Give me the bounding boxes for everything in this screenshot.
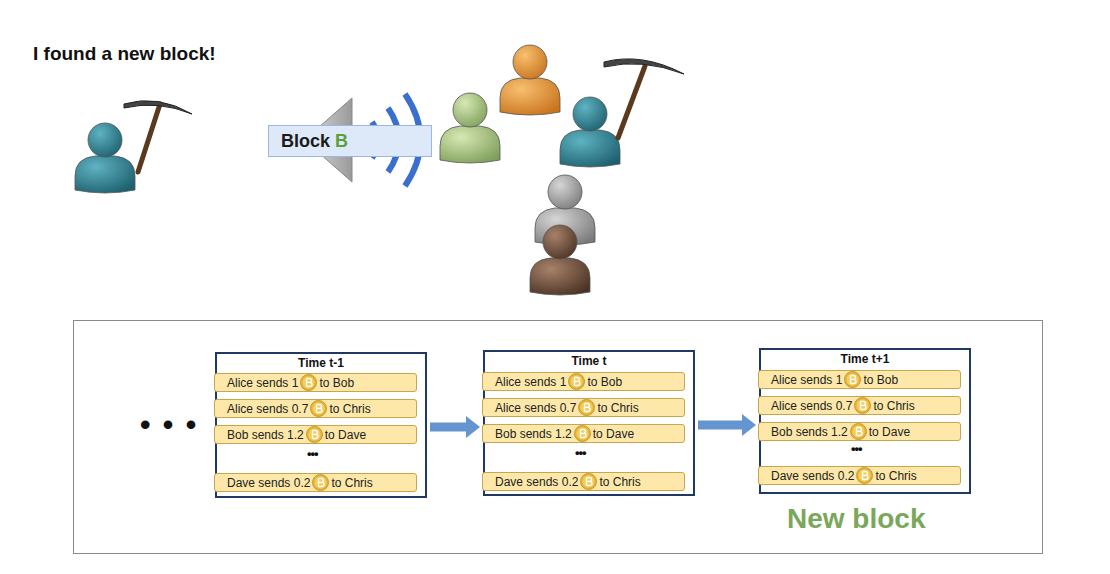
transaction-row: Alice sends 1 to Bob: [758, 370, 961, 389]
block-title: Time t: [485, 354, 693, 368]
transaction-text: to Chris: [329, 402, 370, 416]
transaction-row: Dave sends 0.2 to Chris: [214, 473, 417, 492]
transaction-text: to Bob: [863, 373, 898, 387]
transaction-text: Alice sends 1: [771, 373, 842, 387]
coin-icon: [850, 423, 867, 440]
person-icon: [500, 45, 560, 115]
coin-icon: [578, 399, 595, 416]
transaction-text: Alice sends 1: [227, 376, 298, 390]
panel-frame: [74, 321, 1043, 554]
transaction-row: Alice sends 1 to Bob: [482, 372, 685, 391]
tag-letter: B: [335, 131, 348, 152]
miner-icon: [560, 97, 620, 167]
transaction-row: Alice sends 1 to Bob: [214, 373, 417, 392]
transaction-text: to Chris: [875, 469, 916, 483]
transaction-text: Bob sends 1.2: [227, 428, 304, 442]
transaction-text: to Chris: [873, 399, 914, 413]
coin-icon: [310, 400, 327, 417]
transaction-text: Dave sends 0.2: [227, 476, 310, 490]
pickaxe: [124, 101, 192, 172]
transaction-row: Dave sends 0.2 to Chris: [758, 466, 961, 485]
miner-icon: [75, 123, 135, 193]
ellipsis: •••: [575, 445, 586, 460]
block-box: Time t-1Alice sends 1 to BobAlice sends 0…: [215, 352, 427, 498]
ellipsis: •••: [307, 446, 318, 461]
transaction-row: Bob sends 1.2 to Dave: [758, 422, 961, 441]
block-tag: BlockB: [268, 125, 432, 157]
coin-icon: [574, 425, 591, 442]
block-box: Time t+1Alice sends 1 to BobAlice sends 0…: [759, 348, 971, 494]
block-title: Time t+1: [761, 352, 969, 366]
transaction-row: Bob sends 1.2 to Dave: [482, 424, 685, 443]
coin-icon: [312, 474, 329, 491]
coin-icon: [300, 374, 317, 391]
transaction-text: Bob sends 1.2: [771, 425, 848, 439]
tag-text: Block: [281, 131, 330, 152]
person-icon: [530, 225, 590, 295]
transaction-row: Alice sends 0.7 to Chris: [482, 398, 685, 417]
flow-arrow: [430, 416, 480, 438]
transaction-row: Alice sends 0.7 to Chris: [214, 399, 417, 418]
arrow-head: [466, 416, 480, 438]
transaction-text: Alice sends 0.7: [771, 399, 852, 413]
flow-arrow: [698, 414, 756, 436]
pickaxe: [604, 59, 684, 138]
transaction-text: to Dave: [325, 428, 366, 442]
transaction-text: to Chris: [597, 401, 638, 415]
transaction-text: Alice sends 0.7: [495, 401, 576, 415]
transaction-text: Dave sends 0.2: [771, 469, 854, 483]
coin-icon: [844, 371, 861, 388]
block-box: Time t Alice sends 1 to BobAlice sends 0.7…: [483, 350, 695, 496]
person-icon: [440, 93, 500, 163]
coin-icon: [580, 473, 597, 490]
arrow-shaft: [430, 423, 468, 432]
transaction-row: Alice sends 0.7 to Chris: [758, 396, 961, 415]
ellipsis: •••: [851, 441, 862, 456]
transaction-text: Dave sends 0.2: [495, 475, 578, 489]
arrow-head: [742, 414, 756, 436]
speech-text: I found a new block!: [33, 43, 216, 65]
block-title: Time t-1: [217, 356, 425, 370]
transaction-text: to Bob: [587, 375, 622, 389]
new-block-label: New block: [787, 503, 925, 535]
coin-icon: [306, 426, 323, 443]
transaction-row: Bob sends 1.2 to Dave: [214, 425, 417, 444]
transaction-text: Bob sends 1.2: [495, 427, 572, 441]
transaction-text: to Bob: [319, 376, 354, 390]
coin-icon: [854, 397, 871, 414]
coin-icon: [568, 373, 585, 390]
arrow-shaft: [698, 421, 744, 430]
transaction-text: to Chris: [331, 476, 372, 490]
coin-icon: [856, 467, 873, 484]
transaction-text: to Dave: [593, 427, 634, 441]
transaction-text: to Chris: [599, 475, 640, 489]
transaction-text: Alice sends 0.7: [227, 402, 308, 416]
transaction-text: Alice sends 1: [495, 375, 566, 389]
transaction-row: Dave sends 0.2 to Chris: [482, 472, 685, 491]
ellipsis: • • •: [140, 408, 198, 442]
transaction-text: to Dave: [869, 425, 910, 439]
